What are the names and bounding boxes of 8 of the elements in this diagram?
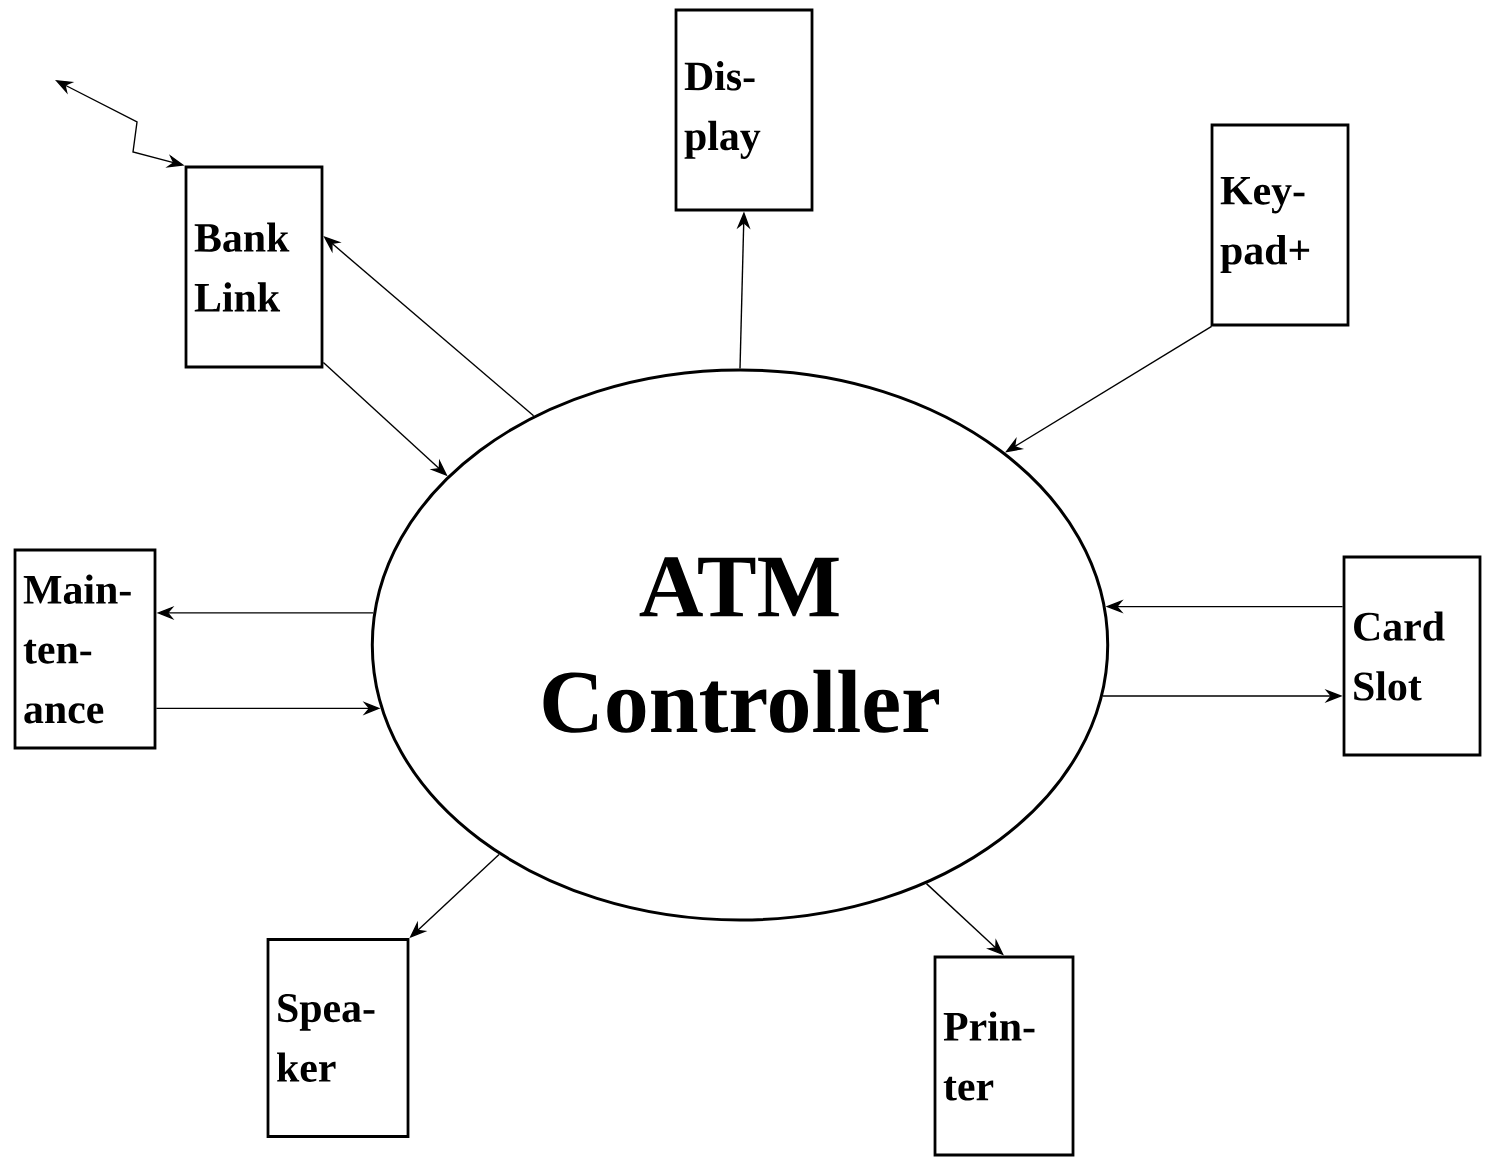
component-box: Main- ten- ance (13, 548, 157, 750)
component-box: Card Slot (1342, 555, 1482, 757)
component-box: Prin- ter (933, 955, 1075, 1157)
component-box: Dis- play (674, 8, 814, 212)
component-box: Spea- ker (266, 938, 410, 1138)
component-box: Key- pad+ (1210, 123, 1350, 327)
arrow (1005, 325, 1213, 453)
component-box: Bank Link (184, 165, 324, 369)
